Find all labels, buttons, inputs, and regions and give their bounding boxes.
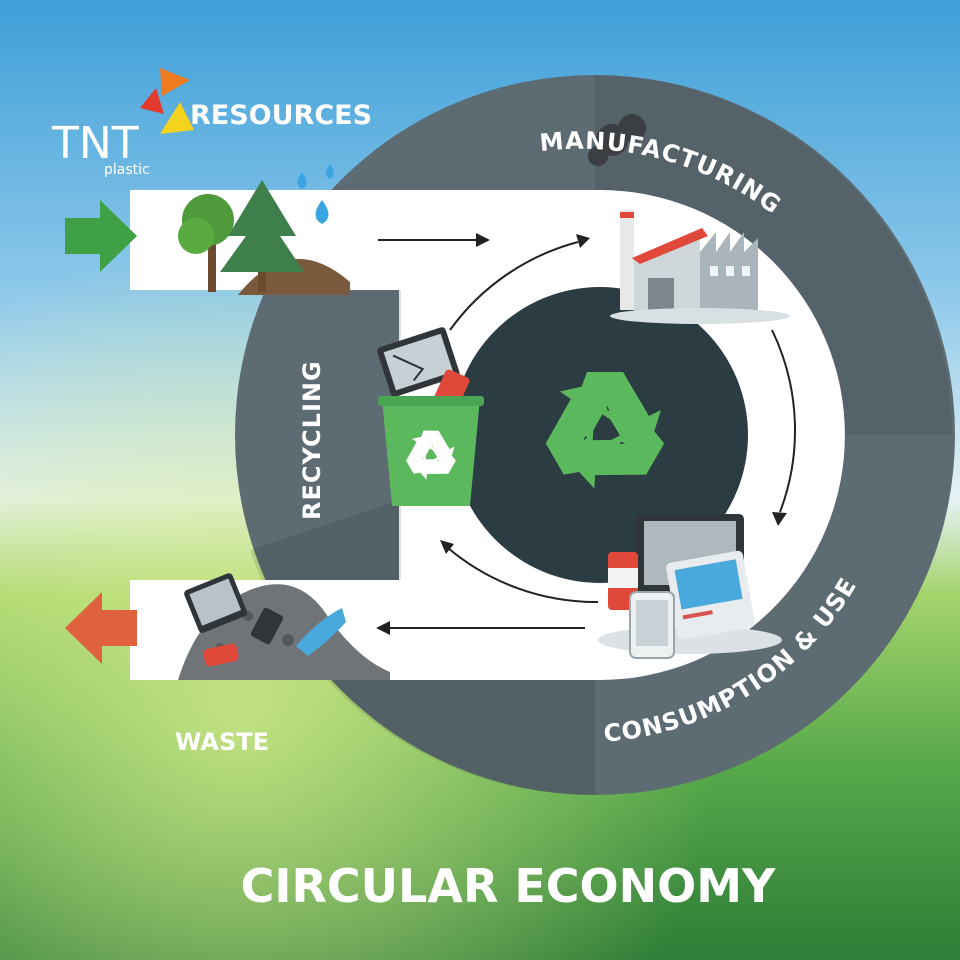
label-resources: RESOURCES xyxy=(190,100,372,131)
logo-triangle-yellow xyxy=(160,102,194,134)
logo: TNT plastic xyxy=(51,68,194,178)
label-waste: WASTE xyxy=(175,728,269,756)
factory-icon xyxy=(588,114,790,324)
logo-name: TNT xyxy=(51,118,139,169)
recycle-symbol-icon xyxy=(526,372,675,508)
recycle-bin-icon xyxy=(377,327,484,506)
page-title: CIRCULAR ECONOMY xyxy=(241,859,776,913)
inner-core xyxy=(452,287,748,583)
logo-triangle-red xyxy=(140,88,164,114)
arrow-manufacturing-to-consumption xyxy=(771,329,796,513)
devices-icon xyxy=(598,514,782,659)
cycle-arrows xyxy=(376,233,796,635)
input-arrow-icon xyxy=(65,200,137,272)
logo-triangle-orange xyxy=(160,68,190,96)
logo-sub: plastic xyxy=(104,162,150,178)
arrow-consumption-to-recycling xyxy=(447,547,599,604)
output-arrow-icon xyxy=(65,592,137,664)
waste-pile-icon xyxy=(178,573,390,680)
arrow-recycling-to-manufacturing xyxy=(449,241,579,331)
trees-and-water-drops-icon xyxy=(178,164,350,295)
label-recycling: RECYCLING xyxy=(298,360,326,520)
